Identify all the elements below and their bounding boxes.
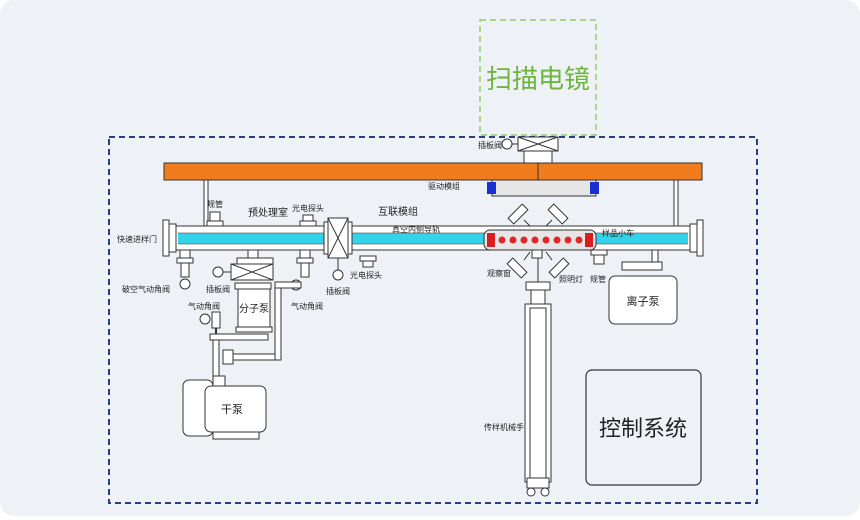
sample-cart-right-cap <box>585 233 593 247</box>
mol-pump-label: 分子泵 <box>239 303 269 315</box>
fast-door-label: 快速进样门 <box>117 234 157 244</box>
dry-pump-label: 干泵 <box>221 403 243 416</box>
guide-rail-label: 真空内侧导轨 <box>392 224 440 234</box>
light-label: 照明灯 <box>559 274 583 284</box>
mol-pump-gate-actuator <box>212 266 224 278</box>
photo-probe-bottom <box>359 255 377 262</box>
ion-pump-label: 离子泵 <box>627 294 660 308</box>
gate-valve-top-label: 插板阀 <box>478 140 502 150</box>
top-gate-valve-actuator <box>501 138 513 150</box>
fast-door-flange <box>162 219 170 257</box>
system-frame <box>108 136 758 504</box>
pneumatic-valve-left-actuator <box>199 313 211 325</box>
view-window-label: 观察窗 <box>487 268 511 278</box>
vacuum-tube <box>178 233 688 244</box>
pneumatic-valve-left <box>211 311 221 329</box>
sem-box <box>479 19 597 136</box>
transfer-arm-knob-right <box>540 487 550 497</box>
drive-module-label: 驱动模组 <box>428 181 460 191</box>
transfer-arm-knob-left <box>526 487 536 497</box>
transfer-arm-label: 传样机械手 <box>484 422 524 432</box>
middle-gate-valve-actuator <box>332 269 344 281</box>
ion-pump <box>608 275 678 325</box>
sight-pipe-right <box>590 249 608 256</box>
sight-pipe-top <box>209 211 221 222</box>
sample-cart-label: 样品小车 <box>602 228 634 238</box>
bottom-windows <box>506 251 570 279</box>
drive-module-right-block <box>590 182 599 194</box>
inline-valve <box>222 349 234 365</box>
sample-dots <box>498 236 583 244</box>
control-system-label: 控制系统 <box>599 417 687 442</box>
interconnect-label: 互联模组 <box>378 205 418 218</box>
pneumatic-valve-right <box>300 262 310 278</box>
mol-pump-flange <box>236 257 274 265</box>
pneumatic-valve-left-label: 气动角阀 <box>188 301 220 311</box>
pneumatic-valve-right-label: 气动角阀 <box>291 301 323 311</box>
top-windows <box>507 203 569 227</box>
right-flange <box>689 223 698 253</box>
break-vac-valve-actuator <box>179 278 191 290</box>
control-system-box <box>585 369 702 486</box>
drive-module <box>491 179 597 197</box>
gate-valve-left-label: 插板阀 <box>206 284 230 294</box>
sight-pipe-top-label: 规管 <box>207 199 223 209</box>
pretreat-label: 预处理室 <box>248 206 288 219</box>
photo-probe-bottom-label: 光电探头 <box>350 270 382 280</box>
sem-label: 扫描电镜 <box>486 65 590 95</box>
rail-support-right <box>673 179 679 227</box>
photo-probe-top-label: 光电探头 <box>292 203 324 213</box>
mol-pump <box>237 288 271 328</box>
orange-rail <box>163 162 703 181</box>
break-vac-valve <box>180 262 190 278</box>
drive-module-left-block <box>487 182 496 194</box>
gate-valve-mid-label: 插板阀 <box>326 286 350 296</box>
sample-cart-left-cap <box>487 233 495 247</box>
photo-probe-top <box>302 214 314 222</box>
break-vac-valve-label: 破空气动角阀 <box>122 284 170 294</box>
ion-pump-flange <box>621 261 663 271</box>
transfer-arm-flange <box>525 281 551 291</box>
sight-pipe-right-label: 规管 <box>590 274 606 284</box>
